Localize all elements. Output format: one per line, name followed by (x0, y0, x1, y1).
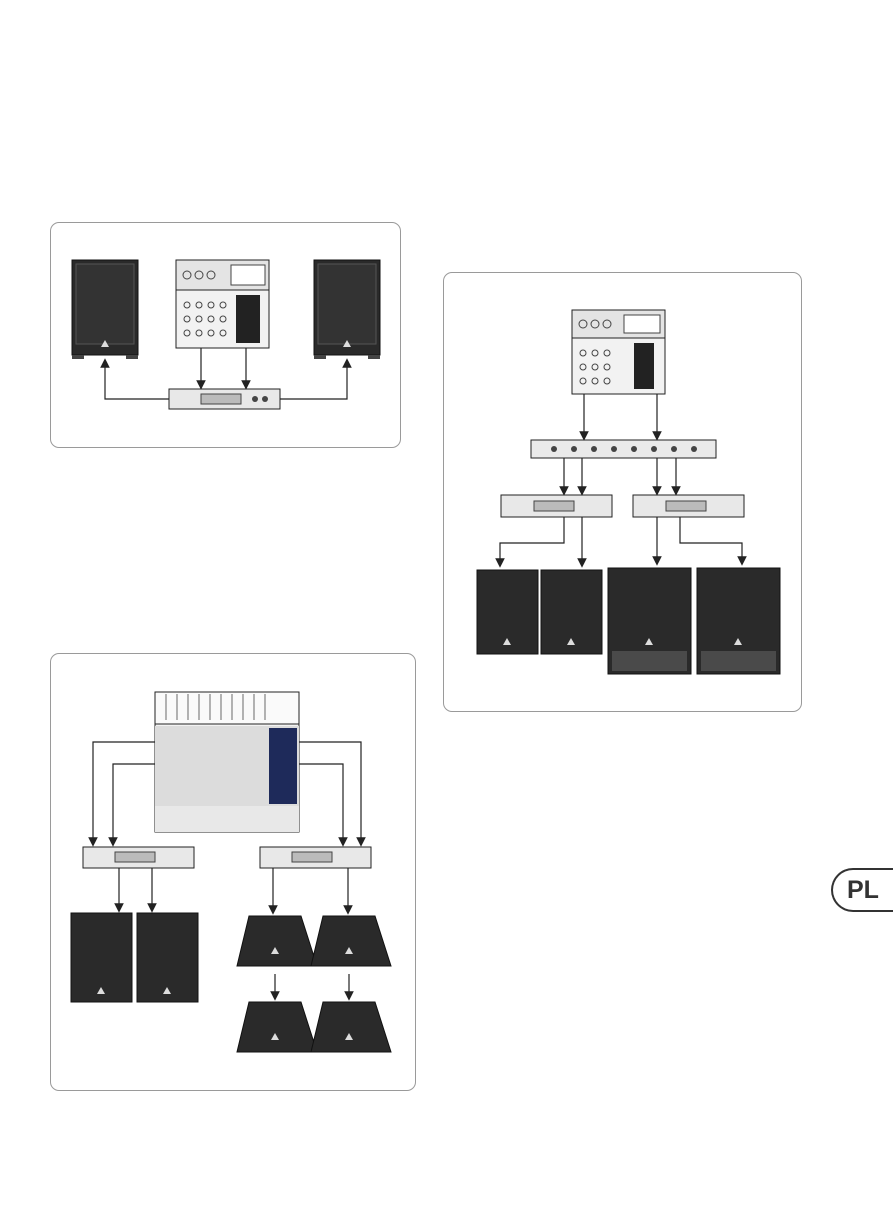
diagram-monitor-setup (51, 654, 415, 1090)
language-tab: PL (831, 868, 893, 912)
diagram-simple-pa (51, 223, 400, 447)
diagram-panel-bi-amp (443, 272, 802, 712)
speaker-left (72, 260, 138, 359)
mixer (572, 310, 665, 394)
amplifier-right (633, 495, 744, 517)
monitor-1 (237, 916, 317, 966)
diagram-panel-simple-pa (50, 222, 401, 448)
speaker-top-2 (541, 570, 602, 654)
amplifier-left (83, 847, 194, 868)
subwoofer-2 (697, 568, 780, 674)
speaker-left-2 (137, 913, 198, 1002)
diagram-panel-monitor-setup (50, 653, 416, 1091)
mixer (176, 260, 269, 348)
amplifier (169, 389, 280, 409)
diagram-bi-amp (444, 273, 801, 711)
monitor-3 (237, 1002, 317, 1052)
crossover (531, 440, 716, 458)
mixer-large (155, 692, 299, 832)
speaker-right (314, 260, 380, 359)
subwoofer-1 (608, 568, 691, 674)
amplifier-left (501, 495, 612, 517)
amplifier-right (260, 847, 371, 868)
speaker-top-1 (477, 570, 538, 654)
monitor-4 (311, 1002, 391, 1052)
monitor-2 (311, 916, 391, 966)
speaker-left-1 (71, 913, 132, 1002)
